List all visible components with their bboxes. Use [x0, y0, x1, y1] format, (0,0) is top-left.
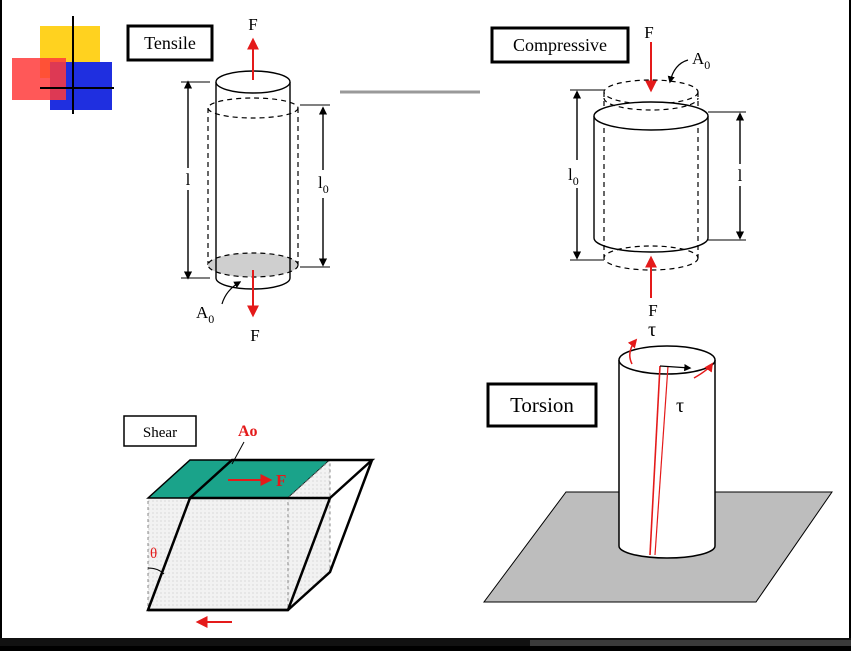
compressive-original-length-label: l0 — [568, 165, 579, 188]
tensile-label-box — [126, 24, 214, 62]
tensile-original-length-label: l0 — [318, 173, 329, 196]
compressive-force-bottom: F — [648, 301, 657, 320]
shear-angle-label: θ — [150, 546, 157, 562]
tensile-force-top: F — [248, 15, 257, 34]
torsion-label-box — [486, 382, 598, 428]
torsion-twist-arrow-right — [693, 362, 713, 379]
tensile-diagram: Tensile F F l l0 A0 — [126, 15, 334, 345]
torsion-diagram: Torsion τ τ — [483, 319, 833, 603]
shear-label: Shear — [143, 425, 177, 441]
compressive-length-label: l — [738, 166, 743, 185]
torsion-tau-top: τ — [648, 319, 656, 341]
tensile-area-label: A0 — [196, 303, 214, 326]
torsion-label: Torsion — [510, 393, 574, 417]
compressive-area-label: A0 — [692, 49, 710, 72]
shear-force-label: F — [276, 471, 286, 490]
compressive-label: Compressive — [513, 35, 607, 55]
shear-label-box — [123, 415, 197, 447]
shear-diagram: Shear Ao F θ — [123, 415, 376, 628]
torsion-twist-arrow-left — [627, 338, 638, 365]
compressive-force-top: F — [644, 23, 653, 42]
bottom-bar — [0, 638, 851, 646]
tensile-length-label: l — [186, 170, 191, 189]
shear-area-label: Ao — [238, 423, 258, 440]
compressive-label-box — [490, 26, 630, 64]
compressive-diagram: Compressive F F A0 l0 l — [490, 23, 748, 320]
bottom-bar-highlight — [530, 640, 851, 646]
tensile-label: Tensile — [144, 33, 196, 53]
slide-logo-icon — [12, 16, 114, 114]
torsion-tau-side: τ — [676, 395, 684, 417]
tensile-force-bottom: F — [250, 326, 259, 345]
torsion-cylinder-top — [618, 345, 716, 375]
